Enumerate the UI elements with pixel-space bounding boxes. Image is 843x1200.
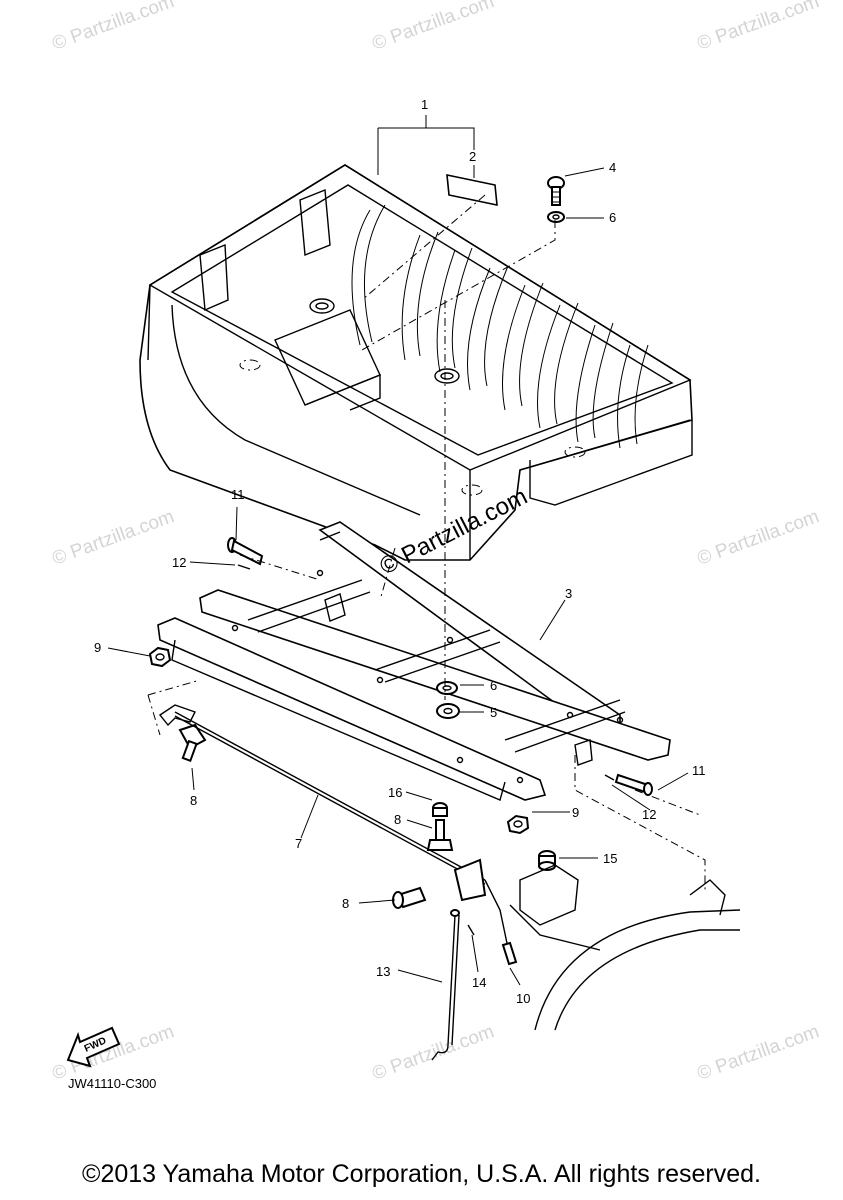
- rod-7: [174, 711, 486, 881]
- mount-bracket: [519, 864, 579, 926]
- bolt-11-left: [227, 537, 264, 566]
- callout-10: 10: [516, 991, 530, 1006]
- label-sticker: [446, 173, 498, 207]
- callout-8-left: 8: [190, 793, 197, 808]
- vehicle-body: [509, 879, 741, 1031]
- watermark-faint: © Partzilla.com: [695, 1021, 822, 1085]
- callout-12-right: 12: [642, 807, 656, 822]
- callout-16: 16: [388, 785, 402, 800]
- pin-14: [467, 924, 475, 936]
- callout-6-top: 6: [609, 210, 616, 225]
- watermark-faint: © Partzilla.com: [695, 0, 822, 55]
- watermark-faint: © Partzilla.com: [50, 0, 177, 55]
- callout-7: 7: [295, 836, 302, 851]
- copyright-notice: ©2013 Yamaha Motor Corporation, U.S.A. A…: [82, 1160, 761, 1188]
- callout-11-right: 11: [692, 763, 706, 778]
- damper-15: [538, 850, 556, 871]
- grommet-5: [436, 703, 460, 719]
- callout-8-lower: 8: [342, 896, 349, 911]
- leader-lines: [107, 115, 689, 986]
- watermark-faint: © Partzilla.com: [370, 1021, 497, 1085]
- rod-end-10: [501, 941, 518, 966]
- callout-3: 3: [565, 586, 572, 601]
- callout-15: 15: [603, 851, 617, 866]
- callout-2: 2: [469, 149, 476, 164]
- storage-box: [139, 164, 693, 561]
- bracket-left: [158, 704, 207, 763]
- callout-5: 5: [490, 705, 497, 720]
- watermark-faint: © Partzilla.com: [50, 506, 177, 570]
- callout-8-middle: 8: [394, 812, 401, 827]
- watermark-faint: © Partzilla.com: [695, 506, 822, 570]
- callout-9-right: 9: [572, 805, 579, 820]
- callout-9-left: 9: [94, 640, 101, 655]
- callout-6-lower: 6: [490, 678, 497, 693]
- callout-11-left: 11: [231, 487, 245, 502]
- fwd-arrow-icon: FWD: [66, 1026, 121, 1068]
- callout-1: 1: [421, 97, 428, 112]
- watermark-faint: © Partzilla.com: [370, 0, 497, 55]
- nut-9-right: [506, 814, 530, 835]
- screw-4: [547, 176, 565, 206]
- callout-14: 14: [472, 975, 486, 990]
- alignment-lines: [147, 194, 706, 890]
- callout-4: 4: [609, 160, 616, 175]
- cotter-pin-12-left: [237, 564, 251, 570]
- callout-13: 13: [376, 964, 390, 979]
- diagram-code: JW41110-C300: [68, 1076, 156, 1091]
- washer-6-top: [547, 211, 565, 223]
- callouts: 1 2 3 4 5 6 6 7 8 8 8 9 9 10 11 11 12 12…: [94, 97, 706, 1006]
- latch: [392, 858, 509, 949]
- collar-6-lower: [436, 681, 458, 695]
- collar-16: [432, 802, 448, 817]
- cotter-pin-12-right: [604, 774, 615, 781]
- bolt-8-middle: [426, 819, 454, 851]
- nut-9-left: [148, 646, 172, 668]
- stay-rod-13: [431, 914, 456, 1061]
- bolt-11-right: [614, 773, 653, 796]
- frame: [157, 521, 671, 801]
- callout-12-left: 12: [172, 555, 186, 570]
